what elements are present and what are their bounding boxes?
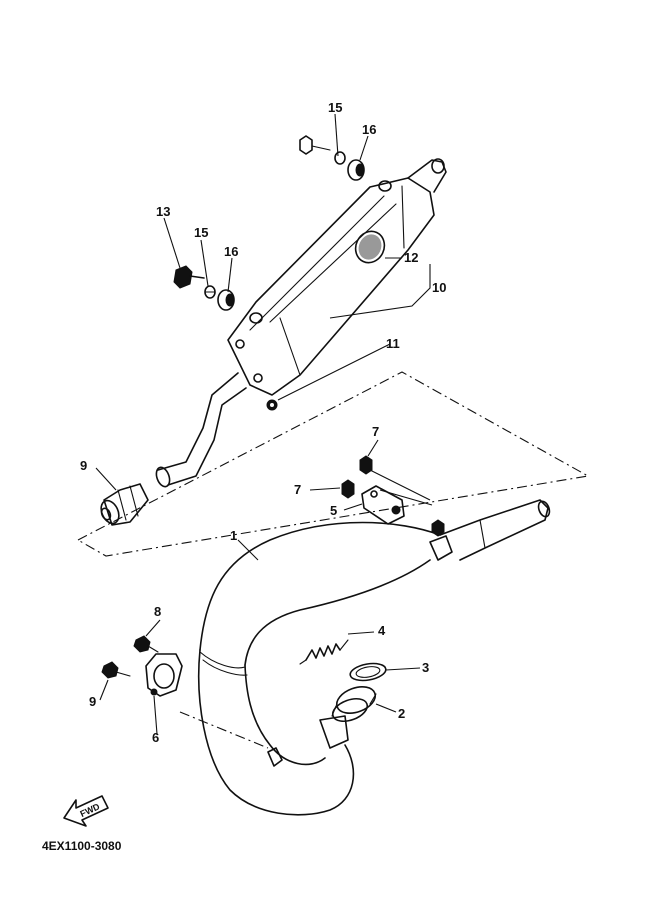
bolt-9 [101,661,131,679]
damper-top [347,159,365,181]
callout-13: 12 [404,250,418,265]
callout-9: 9 [89,694,96,709]
callout-6: 6 [152,730,159,745]
alignment-line [179,711,269,749]
callout-7-lower: 7 [294,482,301,497]
nut-upper [359,455,373,475]
damper-left [217,289,235,311]
exhaust-pipe [197,499,551,816]
callout-3: 3 [422,660,429,675]
callout-15-top: 15 [328,100,342,115]
callout-7-upper: 7 [372,424,379,439]
silencer [155,158,447,488]
forward-arrow: FWD [63,795,109,827]
collar-top [334,151,346,165]
callout-14: 13 [156,204,170,219]
callout-2: 2 [398,706,405,721]
silencer-nut [266,399,278,411]
silencer-screen [354,230,386,264]
nut-lower [341,479,355,499]
nut-bracket-right [431,519,445,537]
callout-8: 8 [154,604,161,619]
bolt-top [299,135,331,155]
protector [145,653,183,697]
callout-15-left: 15 [194,225,208,240]
bracket [361,485,405,525]
joint-rubber [100,483,149,526]
bolt-left [173,265,205,289]
group-boundary [76,371,590,557]
bolt-8 [133,635,159,653]
callout-5: 5 [330,503,337,518]
gasket [349,662,387,682]
callout-12: 11 [386,336,400,351]
spring [299,639,349,665]
callout-4: 4 [378,623,386,638]
leader-lines [95,113,433,735]
callout-16-top: 16 [362,122,376,137]
exhaust-joint [331,686,377,723]
collar-left [204,285,216,299]
callout-16-left: 16 [224,244,238,259]
callout-11: 10 [432,280,446,295]
drawing-code: 4EX1100-3080 [42,839,122,853]
callout-1: 1 [230,528,237,543]
callout-10: 9 [80,458,87,473]
